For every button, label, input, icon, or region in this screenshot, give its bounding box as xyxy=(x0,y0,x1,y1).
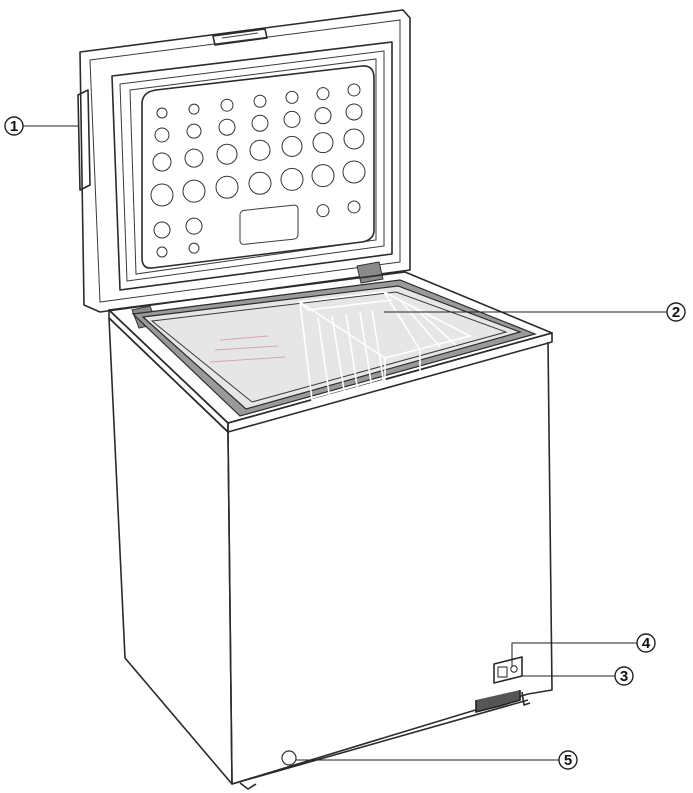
drain-plug xyxy=(281,750,297,766)
liner-dimple xyxy=(153,221,171,239)
liner-dimple xyxy=(220,98,234,112)
indicator-light xyxy=(510,665,518,673)
liner-dimple xyxy=(249,139,271,161)
liner-dimple xyxy=(280,167,304,191)
callout-4-label: 4 xyxy=(642,635,651,652)
callout-5: 5 xyxy=(296,750,578,770)
liner-dimple xyxy=(283,110,301,128)
liner-dimple xyxy=(347,200,361,214)
liner-dimple xyxy=(184,148,204,168)
storage-basket xyxy=(297,291,473,402)
callout-2: 2 xyxy=(384,302,686,322)
liner-dimple xyxy=(343,128,365,150)
liner-dimple xyxy=(216,143,238,165)
liner-dimple xyxy=(285,90,299,104)
liner-dimple xyxy=(347,83,361,97)
liner-dimple xyxy=(152,152,172,172)
lid-label-plate xyxy=(239,204,299,245)
liner-dimple xyxy=(312,132,334,154)
liner-dimple xyxy=(281,135,303,157)
control-switch xyxy=(497,666,508,678)
callout-3-label: 3 xyxy=(620,668,628,685)
callout-3: 3 xyxy=(520,666,634,686)
liner-dimple xyxy=(156,107,168,119)
callout-1: 1 xyxy=(4,116,78,136)
liner-dimple xyxy=(154,127,170,143)
liner-dimple xyxy=(150,183,174,207)
liner-dimple xyxy=(311,164,335,188)
callout-1-label: 1 xyxy=(10,118,18,135)
liner-dimple xyxy=(248,171,272,195)
liner-dimple xyxy=(345,103,363,121)
liner-dimple xyxy=(188,242,200,254)
liner-dimple xyxy=(185,217,203,235)
liner-dimple xyxy=(215,175,239,199)
control-panel xyxy=(493,656,523,684)
freezer-cabinet xyxy=(108,271,553,790)
liner-dimple xyxy=(316,204,330,218)
liner-dimple xyxy=(186,123,202,139)
liner-dimple xyxy=(342,160,366,184)
lid-side-grip xyxy=(77,89,91,191)
liner-dimple xyxy=(253,94,267,108)
lid-liner-dimples xyxy=(150,83,366,258)
liner-dimple xyxy=(182,179,206,203)
liner-dimple xyxy=(218,118,236,136)
liner-dimple xyxy=(316,87,330,101)
freezer-lid xyxy=(77,9,411,313)
callout-4: 4 xyxy=(511,633,656,666)
liner-dimple xyxy=(188,103,200,115)
callout-5-label: 5 xyxy=(564,752,572,769)
liner-dimple xyxy=(156,246,168,258)
liner-dimple xyxy=(314,107,332,125)
liner-dimple xyxy=(251,114,269,132)
callout-2-label: 2 xyxy=(672,304,680,321)
